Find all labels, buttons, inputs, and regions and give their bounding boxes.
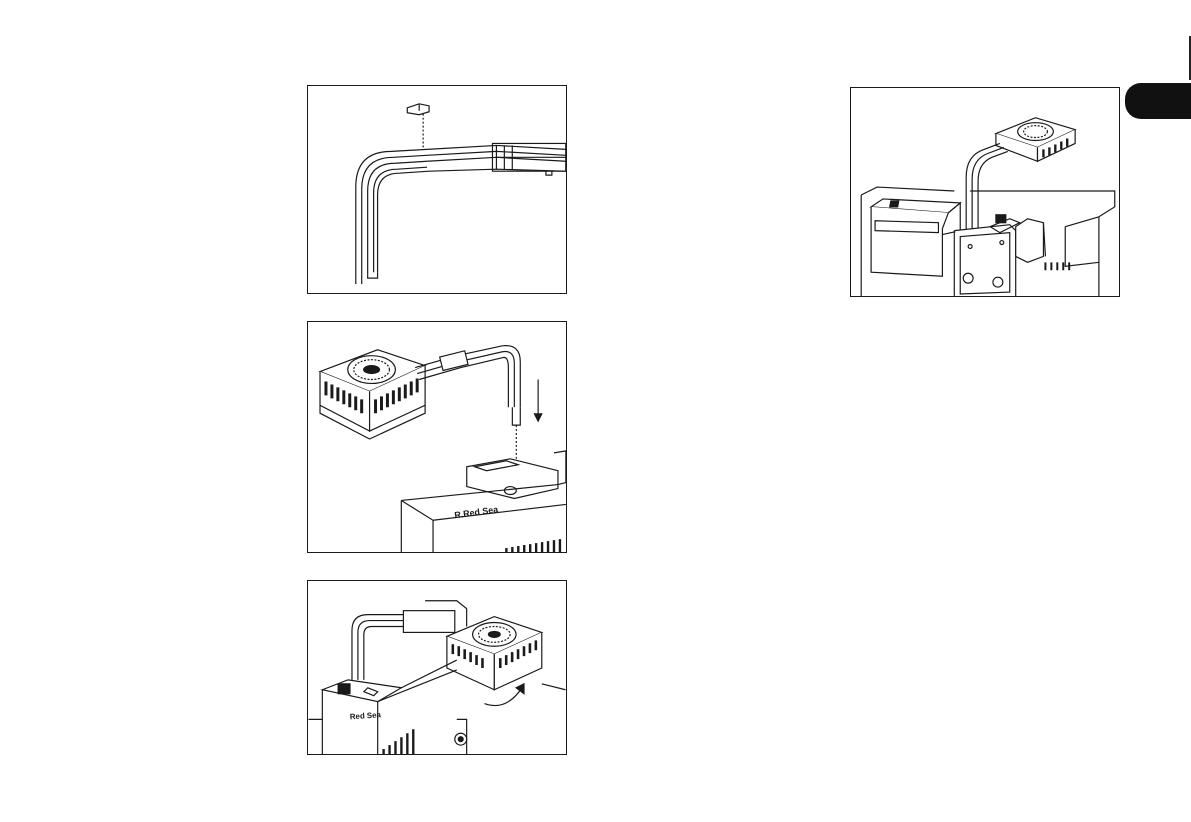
figure-lowering-arm-into-bracket: R.Red Sea — [307, 321, 567, 553]
chapter-tab — [1125, 83, 1191, 119]
figure-mounted-light-rear-view — [850, 87, 1120, 297]
rear-view-illustration — [851, 88, 1119, 296]
lowering-arm-illustration: R.Red Sea — [308, 322, 566, 552]
rotating-light-illustration: Red Sea — [308, 581, 566, 754]
figure-rotating-light-unit: Red Sea — [307, 580, 567, 755]
screw-icon — [407, 104, 429, 115]
brand-label: R.Red Sea — [454, 504, 500, 520]
mounting-arm-illustration — [308, 86, 566, 293]
figure-mounting-arm-screw — [307, 85, 567, 294]
brand-label: Red Sea — [350, 710, 382, 721]
